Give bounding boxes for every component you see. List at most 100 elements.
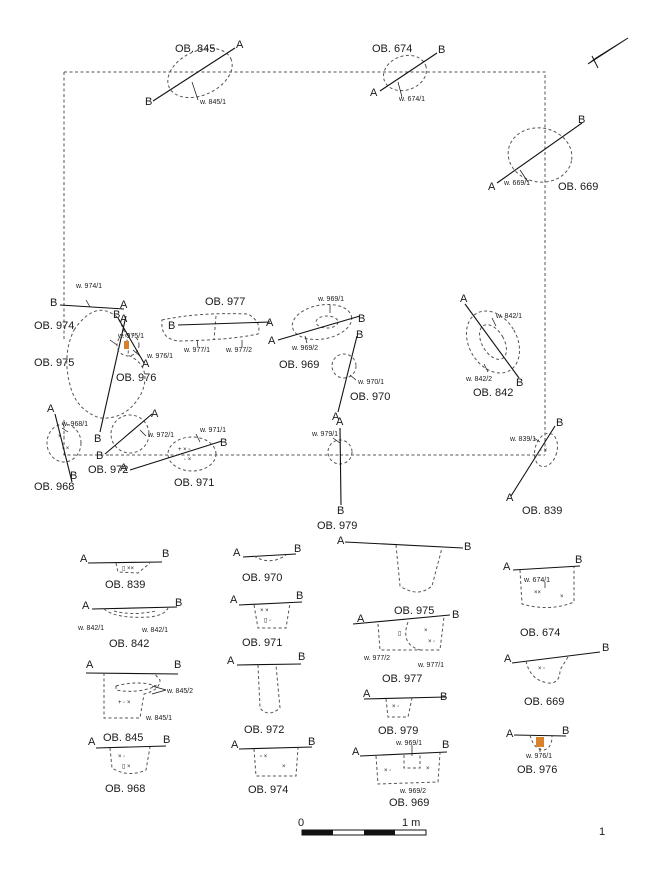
svg-text:× ◦: × ◦ — [118, 754, 125, 760]
sample-label: w. 969/2 — [399, 788, 426, 795]
section-end-a: A — [236, 39, 244, 51]
feature-ob-971: + × ▫ ◦ × w. 971/1 B A OB. 971 — [120, 427, 227, 489]
section-end-a: A — [231, 739, 239, 751]
feature-label: OB. 968 — [34, 481, 74, 493]
section-end-b: B — [356, 329, 363, 341]
sample-label: w. 969/1 — [395, 740, 422, 747]
sample-label: w. 975/1 — [117, 333, 144, 340]
feature-ob-975: A B w. 975/1 OB. 975 — [34, 309, 146, 445]
feature-label: OB. 976 — [116, 372, 156, 384]
svg-text:×: × — [560, 594, 564, 600]
svg-text:× ×: × × — [260, 608, 269, 614]
section-end-b: B — [113, 309, 120, 321]
svg-text:▫ ×: ▫ × — [260, 754, 268, 760]
sample-label: w. 971/1 — [199, 427, 226, 434]
section-end-a: A — [120, 313, 128, 325]
section-label: OB. 979 — [378, 725, 418, 737]
feature-ob-669: B A w. 669/1 OB. 669 — [488, 114, 598, 193]
section-label: OB. 839 — [105, 579, 145, 591]
section-end-b: B — [464, 541, 471, 553]
section-label: OB. 674 — [520, 627, 560, 639]
section-label: OB. 972 — [244, 724, 284, 736]
feature-ob-842: A w. 842/1 w. 842/2 B OB. 842 — [460, 293, 523, 399]
section-end-a: A — [120, 299, 128, 311]
section-end-b: B — [94, 433, 101, 445]
sample-label: w. 842/1 — [495, 313, 522, 320]
sample-label: w. 842/2 — [465, 376, 492, 383]
feature-ob-845: OB. 845 A B w. 845/1 — [145, 39, 244, 108]
feature-ob-972: A w. 972/1 B OB. 972 — [88, 408, 174, 476]
section-end-a: A — [460, 293, 468, 305]
section-ob-969: × ◦ × A B w. 969/1 w. 969/2 OB. 969 — [352, 739, 449, 809]
section-ob-977: ▯ × × ◦ A B w. 977/2 w. 977/1 OB. 977 — [352, 609, 459, 685]
section-label: OB. 975 — [394, 605, 434, 617]
section-end-a: A — [88, 736, 96, 748]
section-ob-968: × ◦ ▯ × A B OB. 968 — [88, 734, 170, 795]
section-end-b: B — [556, 417, 563, 429]
section-end-a: A — [332, 411, 340, 423]
sample-label: w. 674/1 — [398, 96, 425, 103]
section-end-b: B — [163, 734, 170, 746]
section-label: OB. 971 — [242, 637, 282, 649]
section-end-b: B — [175, 597, 182, 609]
svg-text:◦ ×: ◦ × — [540, 448, 548, 454]
feature-label: OB. 974 — [34, 320, 74, 332]
sample-label: w. 977/2 — [363, 655, 390, 662]
feature-label: OB. 674 — [372, 43, 412, 55]
feature-label: OB. 669 — [558, 181, 598, 193]
sample-label: w. 839/1 — [509, 436, 536, 443]
feature-label: OB. 839 — [522, 505, 562, 517]
feature-ob-968: × ◦ ▫ × A w. 968/1 B OB. 968 — [34, 403, 88, 493]
feature-label: OB. 977 — [205, 296, 245, 308]
sample-label: w. 845/2 — [166, 688, 193, 695]
section-ob-976: A B w. 976/1 OB. 976 — [506, 725, 569, 776]
section-end-a: A — [142, 358, 150, 370]
svg-text:×: × — [424, 628, 428, 634]
section-end-a: A — [506, 728, 514, 740]
section-end-b: A — [151, 408, 159, 420]
svg-text:+ × ▫: + × ▫ — [178, 447, 190, 453]
trench-outline — [63, 71, 546, 456]
sample-label: w. 979/1 — [311, 431, 338, 438]
section-end-a: A — [227, 655, 235, 667]
section-end-a: A — [504, 653, 512, 665]
sample-label: w. 972/1 — [147, 432, 174, 439]
section-end-a: A — [363, 688, 371, 700]
section-end-b: B — [308, 736, 315, 748]
section-end-a: A — [357, 613, 365, 625]
feature-label: OB. 971 — [174, 477, 214, 489]
section-end-a: A — [352, 746, 360, 758]
svg-text:▯ ××: ▯ ×× — [122, 566, 134, 572]
svg-text:◦ ×: ◦ × — [184, 457, 192, 463]
svg-text:× ◦: × ◦ — [538, 666, 545, 672]
section-end-b: B — [442, 739, 449, 751]
sample-label: w. 977/1 — [417, 662, 444, 669]
section-end-b: B — [516, 377, 523, 389]
section-label: OB. 976 — [517, 764, 557, 776]
section-end-b: B — [168, 320, 175, 332]
section-end-b: B — [145, 96, 152, 108]
feature-label: OB. 975 — [34, 357, 74, 369]
section-label: OB. 669 — [524, 696, 564, 708]
feature-ob-977: OB. 977 B A w. 977/1 w. 977/2 — [161, 296, 274, 354]
section-end-b: B — [438, 44, 445, 56]
sample-label: w. 970/1 — [357, 379, 384, 386]
svg-text:× ◦: × ◦ — [384, 768, 391, 774]
svg-text:▯ ×: ▯ × — [122, 764, 131, 770]
section-end-b: B — [575, 554, 582, 566]
section-end-b: B — [358, 313, 365, 325]
section-ob-974: ▫ × × A B OB. 974 — [231, 736, 315, 796]
feature-ob-970: B w. 970/1 OB. 970 A — [331, 329, 390, 423]
sample-label: w. 842/1 — [77, 625, 104, 632]
section-end-b: B — [562, 725, 569, 737]
section-end-a: A — [370, 87, 378, 99]
sample-label: w. 976/1 — [525, 753, 552, 760]
section-end-b: B — [578, 114, 585, 126]
sample-label: w. 969/1 — [317, 296, 344, 303]
feature-label: OB. 842 — [473, 387, 513, 399]
section-end-a: A — [120, 462, 128, 474]
feature-ob-674: OB. 674 B A w. 674/1 — [370, 43, 445, 103]
feature-label: OB. 845 — [175, 43, 215, 55]
section-end-b: B — [50, 297, 57, 309]
section-end-b: B — [298, 651, 305, 663]
